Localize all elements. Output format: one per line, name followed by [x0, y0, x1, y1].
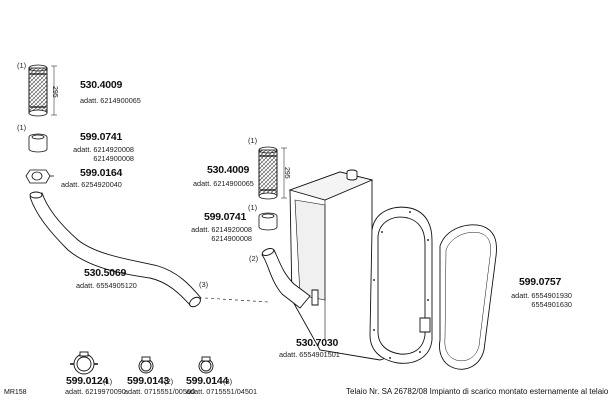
flex-pipe-1-drawing: [28, 64, 57, 117]
part-9-qty: (1): [103, 377, 113, 386]
part-8-ref: adatt. 6554901930: [511, 291, 572, 300]
bracket-clamp-drawing: [25, 169, 54, 184]
bent-pipe-drawing: [29, 191, 202, 308]
part-10-ref: adatt. 0715551/00500: [124, 387, 196, 396]
part-7-ref: adatt. 6554901501: [279, 350, 340, 359]
exhaust-system-diagram: [25, 64, 497, 375]
part-8-number[interactable]: 599.0757: [519, 276, 562, 288]
part-9-number[interactable]: 599.0124: [66, 375, 109, 387]
part-2-number[interactable]: 599.0741: [80, 131, 123, 143]
part-5-qty: (1): [248, 203, 258, 212]
flex-pipe-2-drawing: [258, 146, 287, 200]
part-2-ref: adatt. 6214920008: [73, 145, 134, 154]
part-4-ref: adatt. 6214900065: [193, 179, 254, 188]
part-5-ref: adatt. 6214920008: [191, 225, 252, 234]
part-2-qty: (1): [17, 123, 27, 132]
part-1-ref: adatt. 6214900065: [80, 96, 141, 105]
guide-line: [204, 297, 269, 303]
clamp-1-drawing: [28, 133, 48, 153]
part-1-dimension: 295: [51, 86, 58, 98]
part-6-ref: adatt. 6554905120: [76, 281, 137, 290]
part-6-qty: (3): [199, 280, 209, 289]
frame-note: Telaio Nr. SA 26782/08 Impianto di scari…: [346, 387, 608, 396]
part-1-qty: (1): [17, 61, 27, 70]
part-10-qty: (2): [164, 377, 174, 386]
part-1-number[interactable]: 530.4009: [80, 79, 123, 91]
pipe-clamp-3-drawing: [198, 356, 214, 374]
pipe-clamp-2-drawing: [138, 356, 154, 374]
part-5-ref-2: 6214900008: [211, 234, 252, 243]
part-10-number[interactable]: 599.0143: [127, 375, 170, 387]
part-7-qty: (2): [249, 254, 259, 263]
part-5-number[interactable]: 599.0741: [204, 211, 247, 223]
part-6-number[interactable]: 530.5069: [84, 267, 127, 279]
part-9-ref: adatt. 6219970090: [65, 387, 126, 396]
part-4-qty: (1): [248, 136, 258, 145]
part-8-ref-2: 6554901630: [531, 300, 572, 309]
cover-plate-drawing: [439, 224, 497, 370]
pipe-clamp-1-drawing: [70, 351, 98, 375]
part-11-number[interactable]: 599.0144: [186, 375, 229, 387]
part-11-ref: adatt. 0715551/04501: [186, 387, 258, 396]
drawing-code: MR158: [4, 389, 27, 396]
part-4-dimension: 295: [283, 167, 290, 179]
part-4-number[interactable]: 530.4009: [207, 164, 250, 176]
part-7-number[interactable]: 530.7030: [296, 337, 339, 349]
part-11-qty: (3): [223, 377, 233, 386]
silencer-drawing: [261, 169, 433, 364]
part-3-number[interactable]: 599.0164: [80, 167, 123, 179]
clamp-2-drawing: [258, 212, 278, 231]
part-2-ref-2: 6214900008: [93, 154, 134, 163]
part-3-ref: adatt. 6254920040: [61, 180, 122, 189]
